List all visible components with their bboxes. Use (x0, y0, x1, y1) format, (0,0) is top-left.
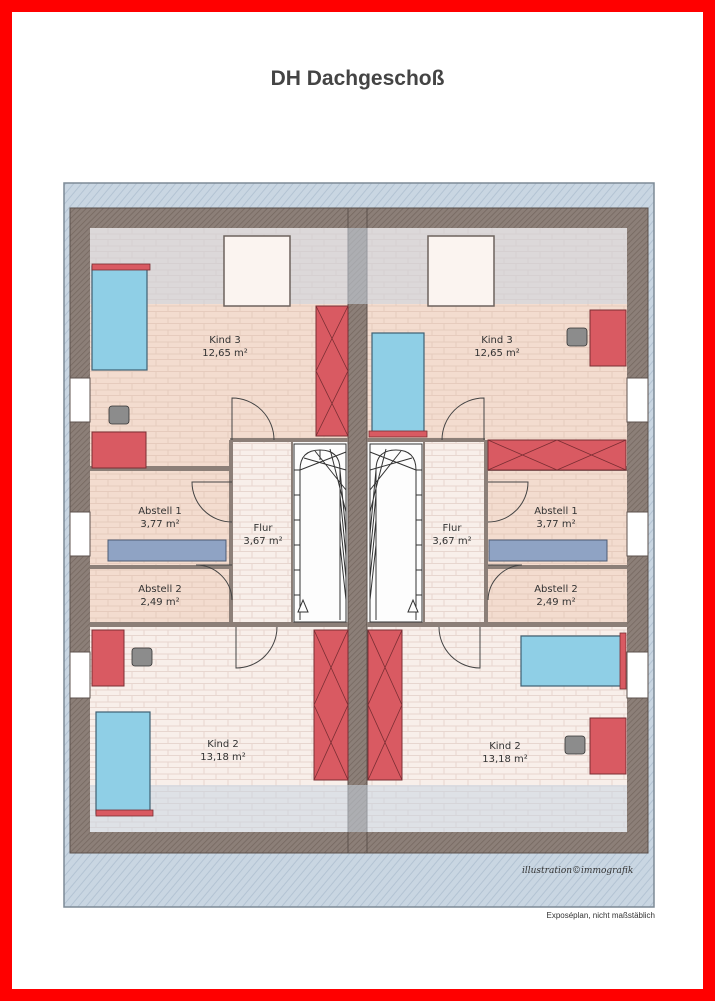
room-label: Abstell 1 3,77 m² (125, 505, 195, 531)
room-name: Kind 3 (209, 335, 241, 346)
room-area: 3,67 m² (243, 536, 283, 547)
room-area: 12,65 m² (202, 348, 248, 359)
bed-icon (371, 332, 425, 436)
room-label: Kind 2 13,18 m² (188, 738, 258, 764)
left-staircase (293, 443, 347, 623)
left-furniture (91, 263, 349, 817)
skylights (223, 235, 495, 307)
plan-note: Exposéplan, nicht maßstäblich (546, 911, 656, 920)
chair-icon (131, 647, 153, 667)
room-label: Abstell 2 2,49 m² (125, 583, 195, 609)
room-area: 13,18 m² (200, 752, 246, 763)
room-name: Abstell 1 (534, 506, 578, 517)
wall-windows (69, 377, 649, 699)
page-title: DH Dachgeschoß (270, 67, 445, 90)
chair-icon (564, 735, 586, 755)
chair-icon (566, 327, 588, 347)
roof-zone-top (90, 228, 627, 832)
left-inner-walls (90, 438, 348, 627)
room-name: Kind 2 (489, 741, 521, 752)
room-name: Abstell 2 (138, 584, 182, 595)
wardrobe-icon (313, 629, 349, 781)
right-staircase (369, 443, 423, 623)
party-wall (347, 207, 368, 854)
room-name: Flur (253, 523, 273, 534)
room-area: 3,77 m² (536, 519, 576, 530)
right-furniture (367, 309, 627, 781)
bed-icon (91, 265, 148, 371)
storage-shelf-icon (488, 539, 608, 562)
room-label: Kind 3 12,65 m² (462, 334, 532, 360)
room-name: Kind 3 (481, 335, 513, 346)
room-area: 2,49 m² (140, 597, 180, 608)
room-name: Abstell 2 (534, 584, 578, 595)
room-area: 12,65 m² (474, 348, 520, 359)
room-label: Kind 3 12,65 m² (190, 334, 260, 360)
desk-icon (589, 717, 627, 775)
room-area: 2,49 m² (536, 597, 576, 608)
room-area: 3,67 m² (432, 536, 472, 547)
room-label: Flur 3,67 m² (421, 522, 483, 548)
room-name: Flur (442, 523, 462, 534)
desk-icon (589, 309, 627, 367)
room-label: Abstell 1 3,77 m² (521, 505, 591, 531)
room-label: Kind 2 13,18 m² (470, 740, 540, 766)
room-label: Abstell 2 2,49 m² (521, 583, 591, 609)
storage-shelf-icon (107, 539, 227, 562)
doors (191, 397, 529, 669)
wardrobe-icon (367, 629, 403, 781)
chair-icon (108, 405, 130, 425)
room-name: Abstell 1 (138, 506, 182, 517)
wardrobe-icon (487, 439, 627, 471)
room-name: Kind 2 (207, 739, 239, 750)
bed-icon (520, 635, 624, 687)
room-area: 13,18 m² (482, 754, 528, 765)
illustration-credit: illustration©immografik (522, 866, 634, 876)
room-area: 3,77 m² (140, 519, 180, 530)
bed-icon (95, 711, 151, 815)
room-label: Flur 3,67 m² (232, 522, 294, 548)
wardrobe-icon (315, 305, 349, 437)
desk-icon (91, 431, 147, 469)
desk-icon (91, 629, 125, 687)
